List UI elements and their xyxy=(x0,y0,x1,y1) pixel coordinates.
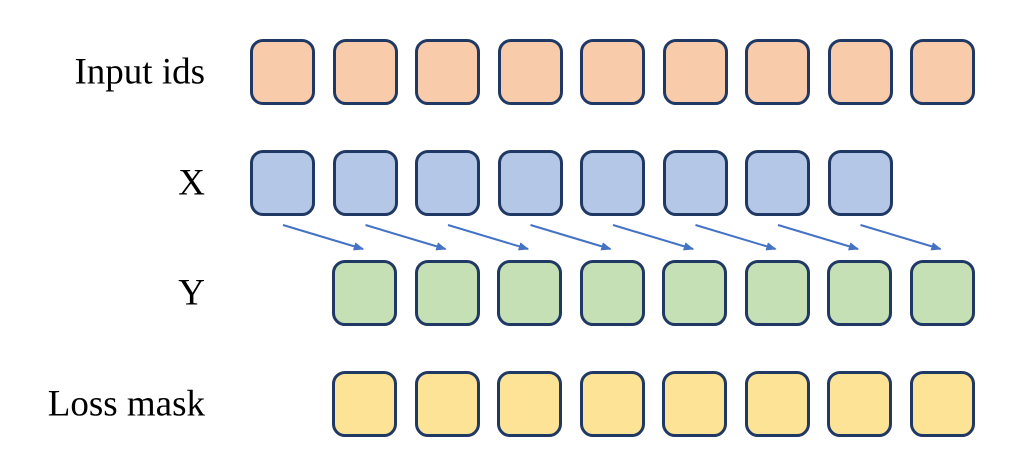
shift-arrow xyxy=(860,224,942,251)
token-cell xyxy=(662,150,728,216)
shift-arrow xyxy=(777,224,860,251)
token-cell xyxy=(332,260,397,326)
token-cell xyxy=(579,371,645,437)
token-cell xyxy=(497,39,563,105)
shift-arrow xyxy=(530,224,612,251)
token-cell xyxy=(580,150,645,216)
token-cell xyxy=(414,371,480,437)
token-cell xyxy=(497,260,562,326)
token-cell xyxy=(662,371,727,437)
token-cell xyxy=(332,371,397,437)
token-cell xyxy=(909,260,975,326)
token-cell xyxy=(910,39,975,105)
token-cell xyxy=(827,371,892,437)
row-label-loss-mask: Loss mask xyxy=(47,383,205,425)
token-cell xyxy=(497,150,563,216)
token-cell xyxy=(909,371,975,437)
token-cell xyxy=(250,39,315,105)
token-cell xyxy=(744,371,810,437)
token-cell xyxy=(250,150,315,216)
row-label-x: X xyxy=(178,162,205,204)
token-cell xyxy=(827,260,892,326)
shift-arrow xyxy=(612,224,695,251)
token-cell xyxy=(579,260,645,326)
token-cell xyxy=(827,39,893,105)
token-cell xyxy=(827,150,893,216)
token-cell xyxy=(415,150,480,216)
token-cell xyxy=(662,39,728,105)
token-cell xyxy=(744,260,810,326)
row-label-y: Y xyxy=(178,272,205,314)
token-cell xyxy=(414,260,480,326)
token-cell xyxy=(497,371,562,437)
token-cell xyxy=(332,39,398,105)
token-cell xyxy=(580,39,645,105)
token-cell xyxy=(745,39,810,105)
shift-arrow xyxy=(695,224,777,251)
token-cell xyxy=(662,260,727,326)
shift-arrow xyxy=(365,224,447,251)
token-cell xyxy=(415,39,480,105)
shift-arrow xyxy=(447,224,530,251)
row-label-input-ids: Input ids xyxy=(74,51,205,93)
token-cell xyxy=(332,150,398,216)
shift-arrow xyxy=(282,224,365,251)
token-cell xyxy=(745,150,810,216)
